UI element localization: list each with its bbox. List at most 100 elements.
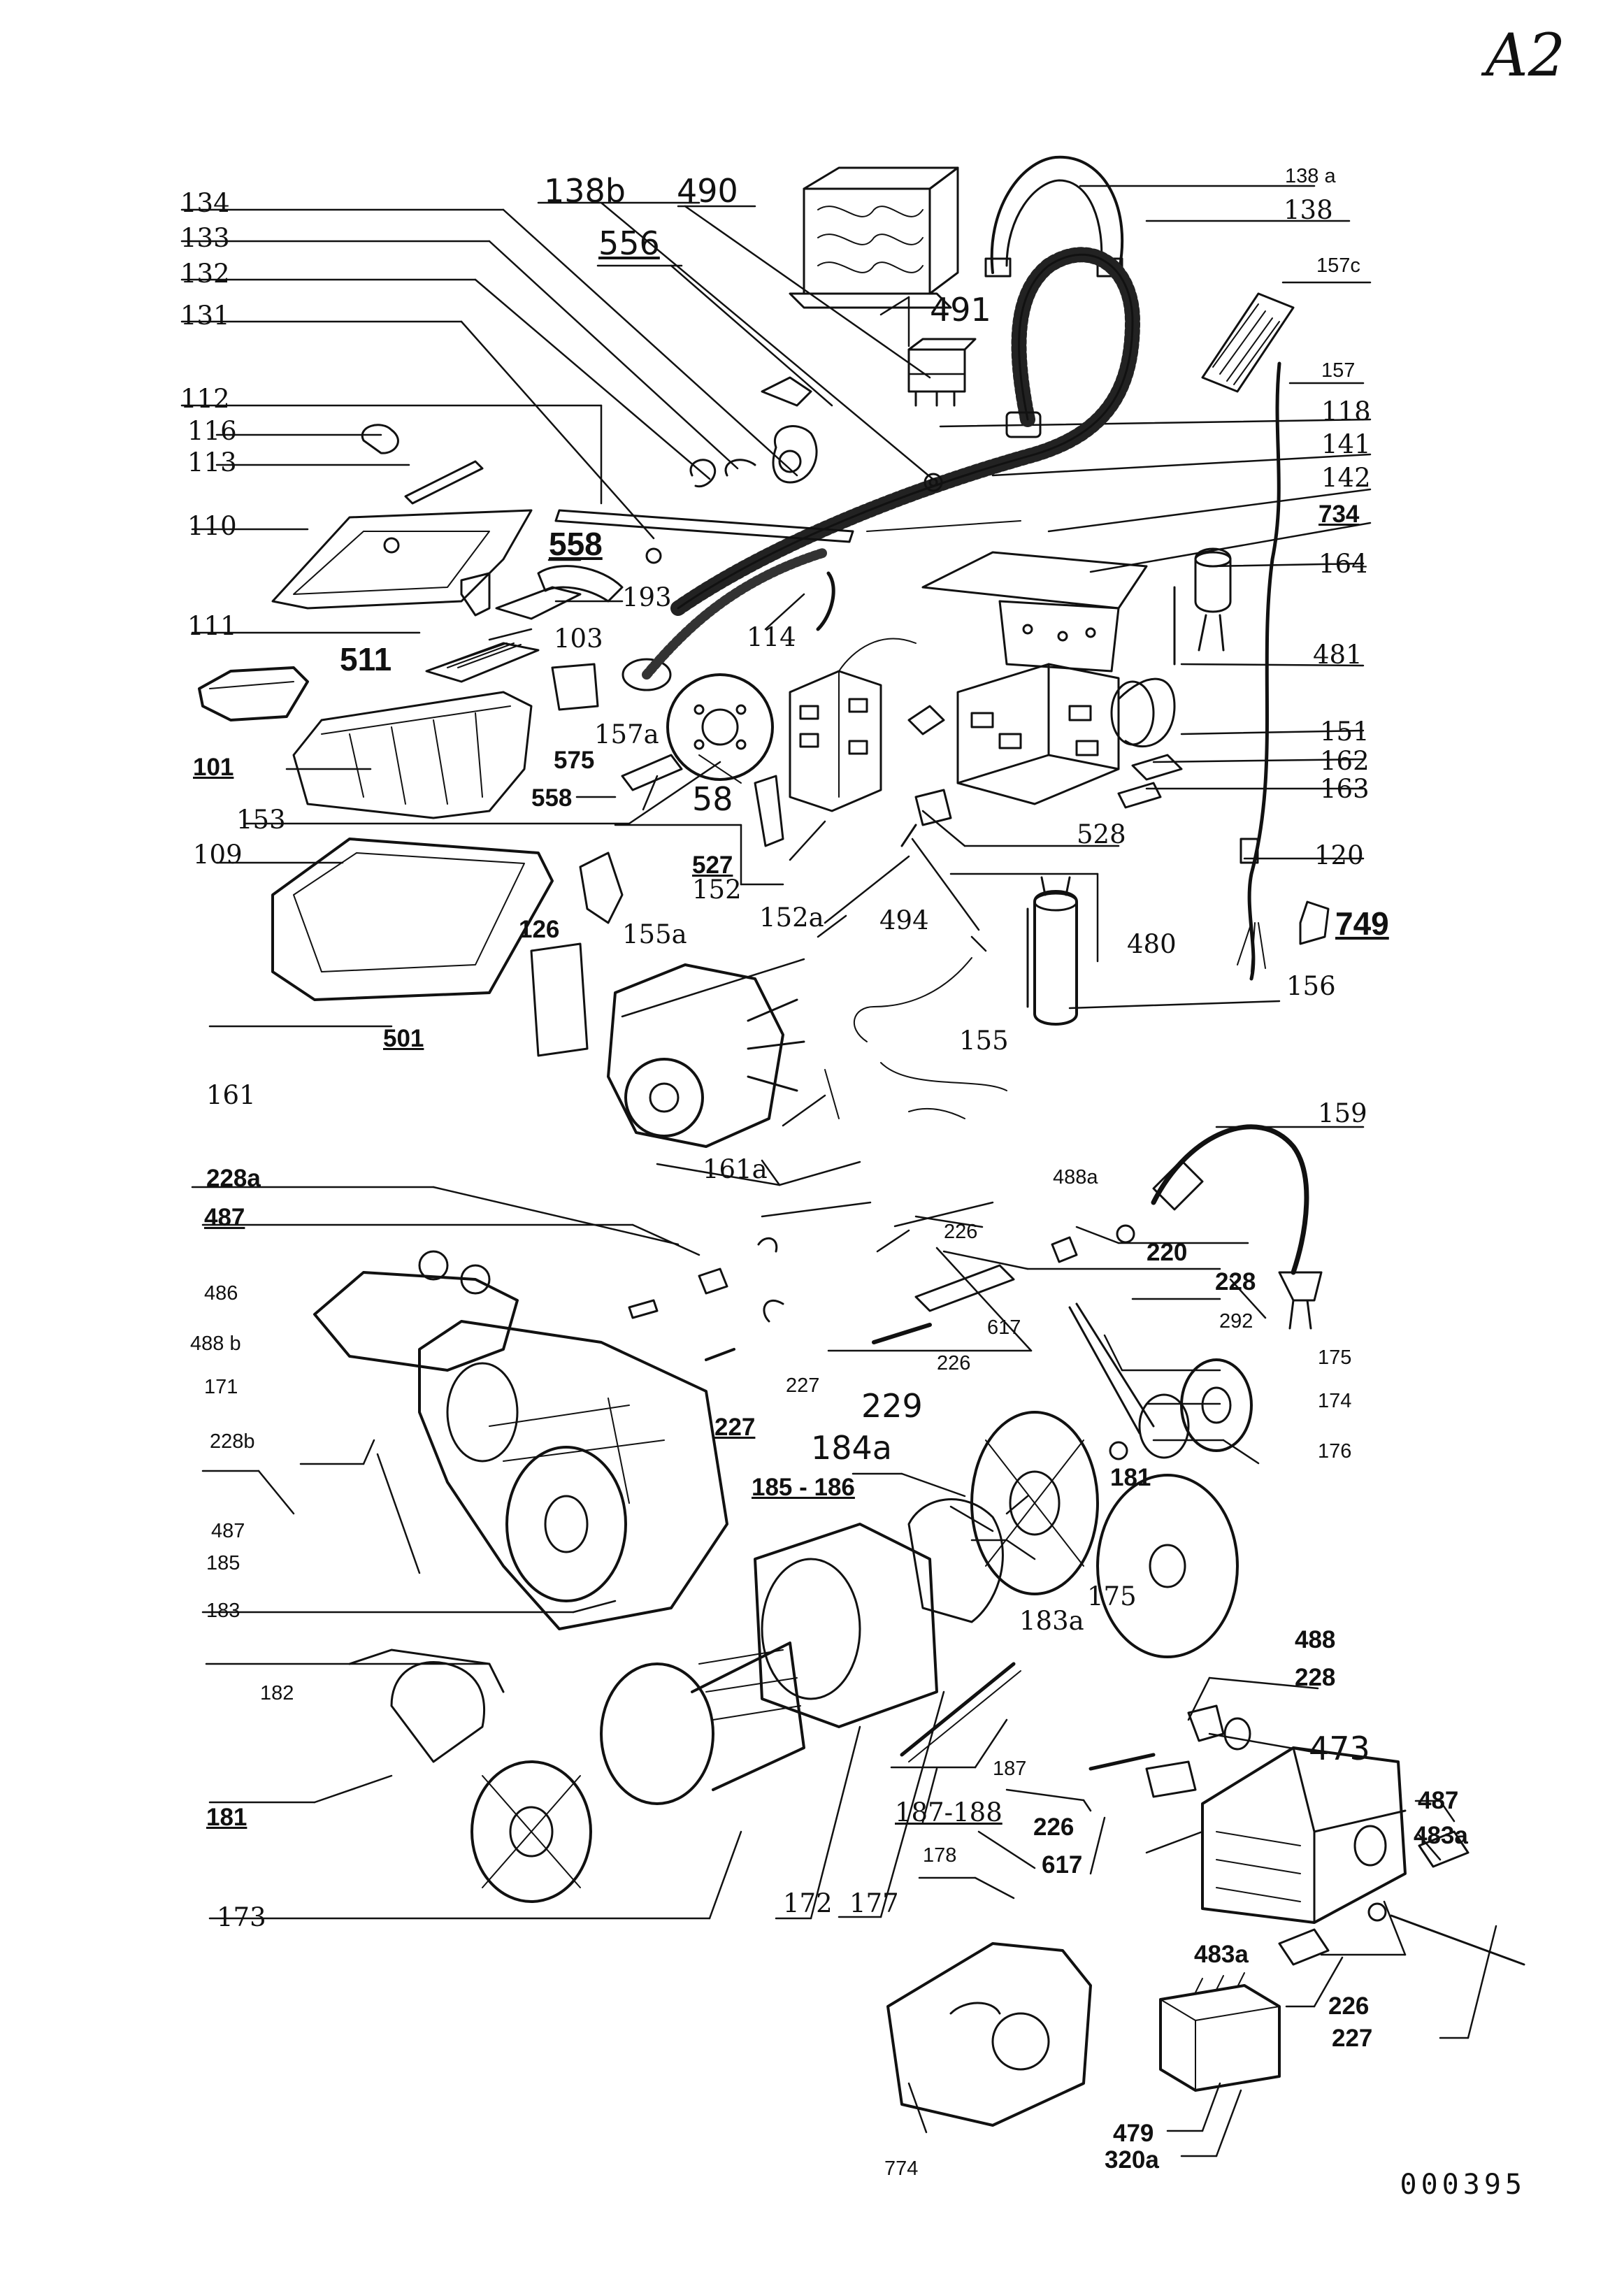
- part-label-157c[interactable]: 157c: [1316, 254, 1360, 277]
- part-label-142[interactable]: 142: [1321, 463, 1371, 493]
- part-label-155a[interactable]: 155a: [622, 919, 687, 949]
- part-label-501[interactable]: 501: [383, 1025, 424, 1052]
- part-label-171[interactable]: 171: [204, 1376, 238, 1398]
- part-label-556[interactable]: 556: [598, 224, 660, 262]
- part-label-228a[interactable]: 228a: [206, 1165, 261, 1192]
- part-label-227-upper[interactable]: 227: [786, 1374, 820, 1397]
- part-label-490[interactable]: 490: [677, 172, 738, 210]
- part-label-110[interactable]: 110: [187, 511, 237, 541]
- part-label-161[interactable]: 161: [206, 1080, 256, 1110]
- part-label-181-right[interactable]: 181: [1110, 1464, 1151, 1491]
- part-label-120[interactable]: 120: [1314, 840, 1364, 870]
- part-label-133[interactable]: 133: [180, 223, 230, 253]
- part-label-486[interactable]: 486: [204, 1282, 238, 1305]
- part-label-181-left[interactable]: 181: [206, 1804, 247, 1831]
- part-label-109[interactable]: 109: [193, 840, 243, 870]
- part-label-483a-lower[interactable]: 483a: [1194, 1941, 1249, 1968]
- part-label-511[interactable]: 511: [340, 641, 392, 677]
- part-label-527[interactable]: 527: [692, 852, 733, 879]
- part-label-488b[interactable]: 488 b: [190, 1333, 241, 1355]
- part-label-153[interactable]: 153: [236, 805, 286, 835]
- part-label-174[interactable]: 174: [1318, 1390, 1352, 1412]
- part-label-187[interactable]: 187: [993, 1758, 1027, 1780]
- part-label-575[interactable]: 575: [554, 747, 595, 774]
- part-label-164[interactable]: 164: [1318, 549, 1368, 579]
- part-label-178[interactable]: 178: [923, 1844, 957, 1867]
- part-label-118[interactable]: 118: [1321, 396, 1371, 426]
- part-label-226-upper[interactable]: 226: [944, 1221, 978, 1243]
- part-label-558-mid[interactable]: 558: [531, 784, 573, 812]
- part-label-228[interactable]: 228: [1295, 1664, 1336, 1691]
- part-label-175-lower[interactable]: 175: [1087, 1581, 1137, 1611]
- part-label-159[interactable]: 159: [1318, 1098, 1367, 1128]
- part-label-480[interactable]: 480: [1127, 929, 1177, 959]
- part-label-103[interactable]: 103: [554, 624, 603, 654]
- part-label-176[interactable]: 176: [1318, 1440, 1352, 1463]
- part-label-193[interactable]: 193: [622, 582, 672, 612]
- part-label-141[interactable]: 141: [1321, 429, 1371, 459]
- part-label-183a[interactable]: 183a: [1019, 1606, 1084, 1636]
- part-label-101[interactable]: 101: [193, 754, 234, 781]
- part-label-162[interactable]: 162: [1320, 746, 1370, 776]
- part-label-226-mid[interactable]: 226: [937, 1352, 971, 1374]
- part-label-185[interactable]: 185: [206, 1552, 240, 1574]
- part-label-487-mid[interactable]: 487: [211, 1520, 245, 1542]
- part-label-126[interactable]: 126: [519, 916, 560, 943]
- part-label-487-motor[interactable]: 487: [1418, 1787, 1459, 1814]
- part-label-226-lower[interactable]: 226: [1328, 1992, 1370, 2020]
- part-label-528[interactable]: 528: [1077, 819, 1126, 849]
- part-label-152a[interactable]: 152a: [759, 903, 824, 933]
- part-label-172[interactable]: 172: [783, 1888, 833, 1918]
- part-label-488a[interactable]: 488a: [1053, 1166, 1098, 1188]
- part-label-473[interactable]: 473: [1309, 1730, 1370, 1767]
- part-label-320a[interactable]: 320a: [1105, 2146, 1159, 2174]
- part-label-226-motor[interactable]: 226: [1033, 1813, 1075, 1841]
- part-label-487-upper[interactable]: 487: [204, 1204, 245, 1231]
- part-label-173[interactable]: 173: [217, 1902, 266, 1932]
- part-label-156[interactable]: 156: [1286, 971, 1336, 1001]
- part-label-175-upper[interactable]: 175: [1318, 1346, 1352, 1369]
- part-label-138b[interactable]: 138b: [544, 172, 626, 210]
- part-label-617-lower[interactable]: 617: [1042, 1851, 1083, 1879]
- part-label-481[interactable]: 481: [1313, 640, 1363, 670]
- part-label-227-motor[interactable]: 227: [1332, 2025, 1373, 2052]
- part-label-185-186[interactable]: 185 - 186: [752, 1474, 855, 1501]
- part-label-774[interactable]: 774: [884, 2157, 919, 2180]
- part-label-161a[interactable]: 161a: [703, 1154, 768, 1184]
- part-label-132[interactable]: 132: [180, 259, 230, 289]
- part-label-134[interactable]: 134: [180, 188, 230, 218]
- part-label-152[interactable]: 152: [692, 875, 742, 905]
- part-label-558-top[interactable]: 558: [549, 526, 603, 562]
- part-label-227-lower[interactable]: 227: [714, 1414, 756, 1441]
- part-label-183[interactable]: 183: [206, 1600, 240, 1622]
- part-label-151[interactable]: 151: [1320, 717, 1370, 747]
- part-label-479[interactable]: 479: [1113, 2120, 1154, 2147]
- part-label-157a[interactable]: 157a: [594, 719, 659, 749]
- part-label-220[interactable]: 220: [1147, 1239, 1188, 1266]
- part-label-184a[interactable]: 184a: [811, 1429, 892, 1467]
- part-label-229[interactable]: 229: [861, 1387, 923, 1425]
- part-label-116[interactable]: 116: [187, 416, 237, 446]
- part-label-58[interactable]: 58: [692, 780, 733, 818]
- part-label-155[interactable]: 155: [959, 1026, 1009, 1056]
- part-label-138a[interactable]: 138 a: [1285, 165, 1336, 187]
- part-label-491[interactable]: 491: [930, 291, 991, 329]
- part-label-734[interactable]: 734: [1318, 501, 1360, 528]
- part-label-114[interactable]: 114: [747, 622, 796, 652]
- part-label-177[interactable]: 177: [849, 1888, 899, 1918]
- part-label-494[interactable]: 494: [879, 905, 929, 935]
- part-label-111[interactable]: 111: [187, 611, 237, 641]
- part-label-138[interactable]: 138: [1284, 195, 1333, 225]
- part-label-182[interactable]: 182: [260, 1682, 294, 1704]
- part-label-228b[interactable]: 228b: [210, 1430, 255, 1453]
- part-label-163[interactable]: 163: [1320, 774, 1370, 804]
- part-label-112[interactable]: 112: [180, 384, 230, 414]
- part-label-292[interactable]: 292: [1219, 1310, 1253, 1333]
- part-label-483a-upper[interactable]: 483a: [1414, 1822, 1468, 1849]
- part-label-157[interactable]: 157: [1321, 359, 1356, 382]
- part-label-187-188[interactable]: 187-188: [895, 1797, 1003, 1827]
- part-label-749[interactable]: 749: [1335, 905, 1389, 942]
- part-label-131[interactable]: 131: [180, 301, 230, 331]
- part-label-488[interactable]: 488: [1295, 1626, 1336, 1653]
- part-label-113[interactable]: 113: [187, 447, 237, 477]
